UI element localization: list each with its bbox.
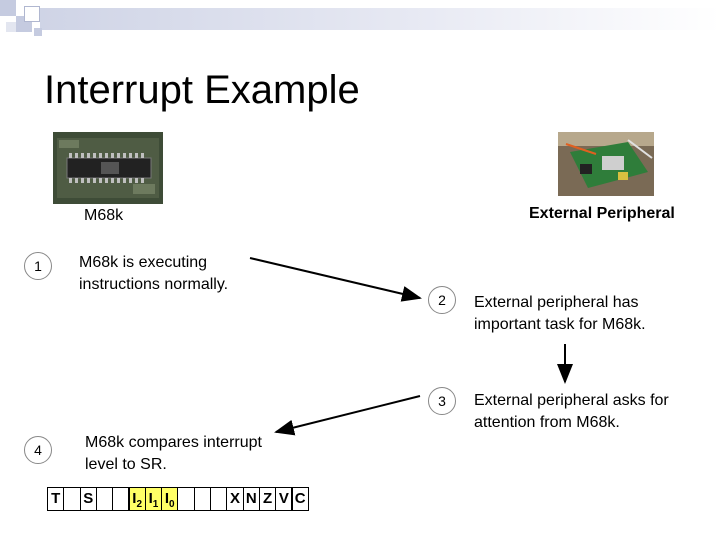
step-number-4: 4 [24, 436, 52, 464]
register-bit-unused [210, 487, 227, 511]
register-bit-i1: I1 [145, 487, 162, 511]
register-bit-x: X [226, 487, 243, 511]
register-bit-unused [194, 487, 211, 511]
arrow-step3-to-step4 [276, 396, 420, 432]
step-1-text: M68k is executing instructions normally. [79, 252, 269, 296]
register-bit-unused [112, 487, 129, 511]
step-number-1: 1 [24, 252, 52, 280]
step-number-3: 3 [428, 387, 456, 415]
register-bit-z: Z [259, 487, 276, 511]
register-bit-unused [96, 487, 113, 511]
step-number-2: 2 [428, 286, 456, 314]
register-bit-i0: I0 [161, 487, 178, 511]
arrow-step1-to-step2 [250, 258, 420, 298]
register-bit-i2: I2 [129, 487, 146, 511]
register-bit-c: C [292, 487, 309, 511]
register-bit-unused [177, 487, 194, 511]
register-bit-t: T [47, 487, 64, 511]
register-bit-v: V [275, 487, 292, 511]
step-2-text: External peripheral has important task f… [474, 292, 689, 336]
step-3-text: External peripheral asks for attention f… [474, 390, 709, 434]
register-bit-unused [63, 487, 80, 511]
step-4-text: M68k compares interrupt level to SR. [85, 432, 295, 476]
register-bit-s: S [80, 487, 97, 511]
register-bit-n: N [243, 487, 260, 511]
